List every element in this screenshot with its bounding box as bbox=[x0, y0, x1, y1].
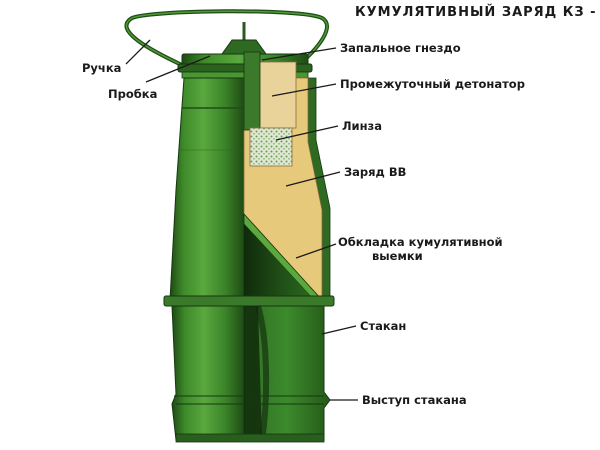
label-explosive-charge: Заряд ВВ bbox=[344, 165, 406, 179]
leader-plug bbox=[145, 55, 211, 83]
label-liner-line1: Обкладка кумулятивной bbox=[338, 235, 503, 249]
cup-collar bbox=[163, 295, 335, 307]
upper-body bbox=[169, 77, 245, 301]
cone-cavity bbox=[244, 224, 314, 300]
label-fuze-socket: Запальное гнездо bbox=[340, 41, 461, 55]
leader-detonator bbox=[271, 83, 337, 97]
label-handle: Ручка bbox=[82, 61, 121, 75]
fuze-socket bbox=[243, 51, 261, 131]
label-lens: Линза bbox=[342, 119, 382, 133]
cup-body bbox=[171, 305, 245, 441]
leader-fuze-socket bbox=[261, 47, 337, 61]
label-liner-line2: выемки bbox=[372, 249, 423, 263]
label-plug: Пробка bbox=[108, 87, 157, 101]
leader-lens bbox=[275, 125, 339, 141]
label-cup: Стакан bbox=[360, 319, 406, 333]
label-intermediate-detonator: Промежуточный детонатор bbox=[340, 77, 525, 91]
label-cup-lip: Выступ стакана bbox=[362, 393, 467, 407]
leader-liner bbox=[295, 243, 337, 259]
leader-cup bbox=[321, 325, 357, 335]
leader-explosive bbox=[285, 171, 341, 187]
diagram-title: КУМУЛЯТИВНЫЙ ЗАРЯД КЗ - 6 bbox=[355, 4, 600, 20]
lens bbox=[249, 127, 293, 167]
leader-handle bbox=[125, 39, 151, 65]
